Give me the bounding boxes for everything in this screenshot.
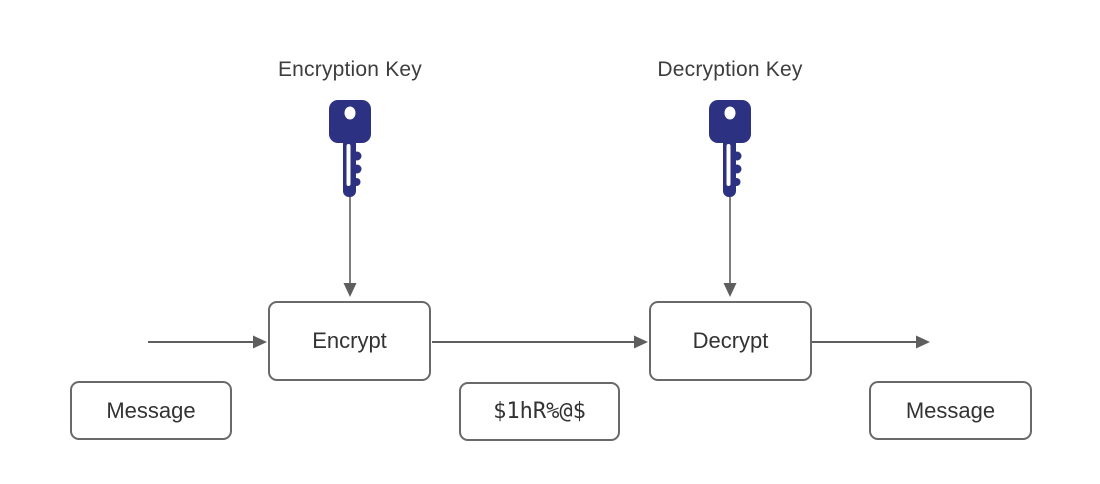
- encrypt-box: Encrypt: [268, 301, 431, 381]
- arrow-decryption-key-to-decrypt: [723, 197, 737, 297]
- decrypt-box: Decrypt: [649, 301, 812, 381]
- key-icon: [329, 100, 371, 197]
- message-output-label: Message: [905, 397, 996, 423]
- encrypt-box-label: Encrypt: [312, 328, 387, 353]
- message-input-label: Message: [106, 397, 196, 423]
- arrow-decrypt-to-message: [812, 335, 930, 349]
- arrow-encryption-key-to-encrypt: [343, 197, 357, 297]
- decryption-key-label: Decryption Key: [657, 58, 803, 81]
- message-output-box: Message: [869, 381, 1032, 440]
- decrypt-box-label: Decrypt: [692, 328, 769, 353]
- ciphertext-label: $1hR%@$: [493, 399, 586, 424]
- ciphertext-box: $1hR%@$: [459, 382, 620, 441]
- arrow-message-to-encrypt: [148, 335, 267, 349]
- arrow-encrypt-to-decrypt: [432, 335, 648, 349]
- message-input-box: Message: [70, 381, 232, 440]
- key-icon: [709, 100, 751, 197]
- encryption-key-label: Encryption Key: [277, 58, 423, 81]
